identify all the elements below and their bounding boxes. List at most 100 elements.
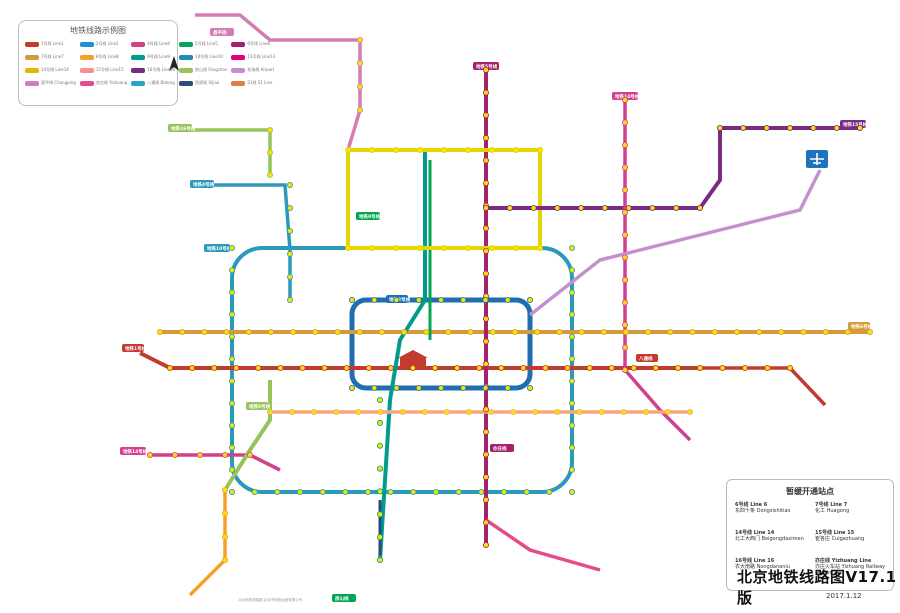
station-marker[interactable] <box>478 488 485 495</box>
station-marker[interactable] <box>423 328 430 335</box>
station-marker[interactable] <box>546 488 553 495</box>
station-marker[interactable] <box>356 328 363 335</box>
station-marker[interactable] <box>156 328 163 335</box>
station-marker[interactable] <box>763 125 770 132</box>
station-marker[interactable] <box>482 542 489 549</box>
station-marker[interactable] <box>482 225 489 232</box>
station-marker[interactable] <box>822 328 829 335</box>
station-marker[interactable] <box>697 204 704 211</box>
station-marker[interactable] <box>622 366 629 373</box>
station-marker[interactable] <box>622 97 629 104</box>
station-marker[interactable] <box>697 364 704 371</box>
station-marker[interactable] <box>642 408 649 415</box>
station-marker[interactable] <box>228 289 235 296</box>
station-marker[interactable] <box>378 328 385 335</box>
station-marker[interactable] <box>532 408 539 415</box>
station-marker[interactable] <box>500 488 507 495</box>
station-marker[interactable] <box>719 364 726 371</box>
station-marker[interactable] <box>711 328 718 335</box>
station-marker[interactable] <box>311 408 318 415</box>
station-marker[interactable] <box>245 328 252 335</box>
station-marker[interactable] <box>445 328 452 335</box>
station-marker[interactable] <box>286 181 293 188</box>
station-marker[interactable] <box>510 408 517 415</box>
station-marker[interactable] <box>467 328 474 335</box>
station-marker[interactable] <box>348 296 355 303</box>
station-marker[interactable] <box>387 364 394 371</box>
station-marker[interactable] <box>166 364 173 371</box>
station-marker[interactable] <box>482 157 489 164</box>
station-marker[interactable] <box>569 488 576 495</box>
station-marker[interactable] <box>598 408 605 415</box>
station-marker[interactable] <box>221 451 228 458</box>
station-marker[interactable] <box>482 67 489 74</box>
station-marker[interactable] <box>488 244 495 251</box>
station-marker[interactable] <box>296 488 303 495</box>
station-marker[interactable] <box>266 408 273 415</box>
station-marker[interactable] <box>464 244 471 251</box>
station-marker[interactable] <box>334 328 341 335</box>
station-marker[interactable] <box>569 422 576 429</box>
station-marker[interactable] <box>600 328 607 335</box>
station-marker[interactable] <box>578 204 585 211</box>
station-marker[interactable] <box>376 419 383 426</box>
station-marker[interactable] <box>482 247 489 254</box>
station-marker[interactable] <box>527 384 534 391</box>
station-marker[interactable] <box>371 296 378 303</box>
station-marker[interactable] <box>586 364 593 371</box>
station-marker[interactable] <box>756 328 763 335</box>
station-marker[interactable] <box>392 244 399 251</box>
station-marker[interactable] <box>649 204 656 211</box>
station-marker[interactable] <box>211 364 218 371</box>
station-marker[interactable] <box>343 364 350 371</box>
station-marker[interactable] <box>356 107 363 114</box>
station-marker[interactable] <box>537 244 544 251</box>
station-marker[interactable] <box>251 488 258 495</box>
station-marker[interactable] <box>569 333 576 340</box>
station-marker[interactable] <box>488 408 495 415</box>
station-marker[interactable] <box>630 364 637 371</box>
station-marker[interactable] <box>645 328 652 335</box>
station-marker[interactable] <box>800 328 807 335</box>
station-marker[interactable] <box>857 125 864 132</box>
station-marker[interactable] <box>667 328 674 335</box>
station-marker[interactable] <box>569 444 576 451</box>
station-marker[interactable] <box>266 127 273 134</box>
station-marker[interactable] <box>482 204 489 211</box>
station-marker[interactable] <box>196 451 203 458</box>
station-marker[interactable] <box>376 511 383 518</box>
station-marker[interactable] <box>764 364 771 371</box>
station-marker[interactable] <box>393 384 400 391</box>
station-marker[interactable] <box>228 355 235 362</box>
station-marker[interactable] <box>376 465 383 472</box>
station-marker[interactable] <box>348 384 355 391</box>
station-marker[interactable] <box>415 296 422 303</box>
station-marker[interactable] <box>368 146 375 153</box>
station-marker[interactable] <box>622 344 629 351</box>
station-marker[interactable] <box>376 442 383 449</box>
station-marker[interactable] <box>233 364 240 371</box>
station-marker[interactable] <box>440 244 447 251</box>
station-marker[interactable] <box>228 311 235 318</box>
station-marker[interactable] <box>376 557 383 564</box>
station-marker[interactable] <box>482 519 489 526</box>
station-marker[interactable] <box>146 451 153 458</box>
station-marker[interactable] <box>286 204 293 211</box>
station-marker[interactable] <box>569 355 576 362</box>
station-marker[interactable] <box>740 125 747 132</box>
station-marker[interactable] <box>482 270 489 277</box>
station-marker[interactable] <box>437 384 444 391</box>
station-marker[interactable] <box>286 273 293 280</box>
station-marker[interactable] <box>401 328 408 335</box>
station-marker[interactable] <box>482 112 489 119</box>
station-marker[interactable] <box>569 244 576 251</box>
station-marker[interactable] <box>228 400 235 407</box>
station-marker[interactable] <box>286 227 293 234</box>
station-marker[interactable] <box>576 408 583 415</box>
station-marker[interactable] <box>622 328 629 335</box>
station-marker[interactable] <box>687 408 694 415</box>
station-marker[interactable] <box>333 408 340 415</box>
station-marker[interactable] <box>530 204 537 211</box>
station-marker[interactable] <box>534 328 541 335</box>
station-marker[interactable] <box>387 488 394 495</box>
